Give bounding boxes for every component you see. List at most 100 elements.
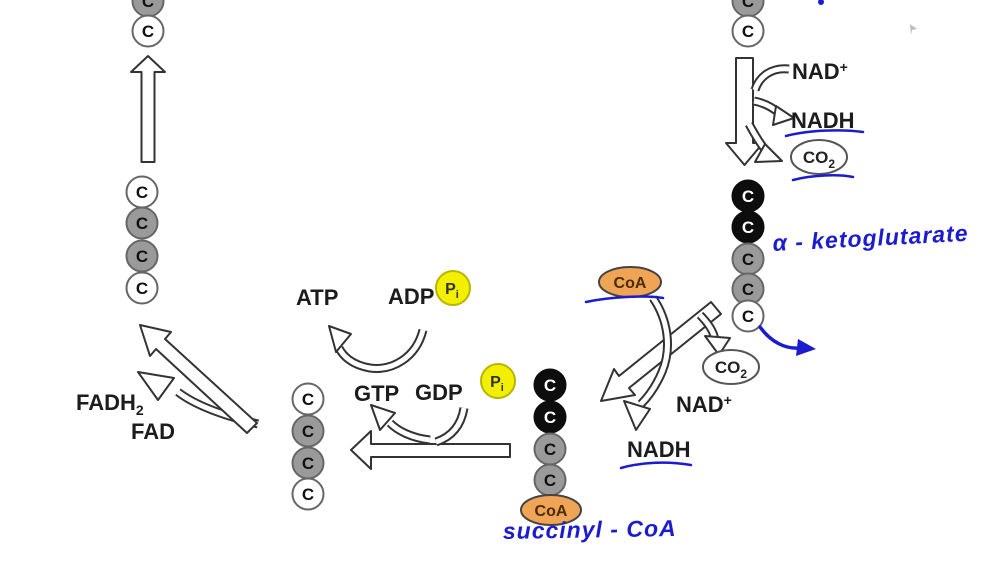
fadh2-label: FADH2 [76,390,144,418]
carbon-letter: C [544,376,556,395]
pi-sub: i [501,382,504,394]
underline-nadh-mid [619,461,693,470]
atp-label: ATP [296,285,338,310]
curve-nad-in [750,64,790,92]
arrow-succinylcoa-to-succinate [350,430,511,470]
chain-succinyl-coa: C C C C CoA [520,368,582,526]
fadh2-base: FADH [76,390,136,415]
carbon-letter: C [136,183,148,202]
carbon-letter: C [742,307,754,326]
fadh2-sub: 2 [136,402,144,418]
co2-base: CO [803,148,829,167]
carbon-circle: C [125,206,159,240]
carbon-circle: C [291,477,325,511]
carbon-circle: C [533,400,567,434]
carbon-circle: C [533,368,567,402]
carbon-letter: C [742,22,754,41]
carbon-letter: C [742,218,754,237]
nad-base: NAD [792,59,840,84]
carbon-letter: C [302,422,314,441]
carbon-circle: C [731,0,765,18]
curve-nadh-out [753,96,795,126]
carbon-circle: C [731,14,765,48]
curve-coa-in [623,295,672,431]
pi-base: P [490,374,501,391]
carbon-letter: C [544,440,556,459]
carbon-circle: C [291,414,325,448]
carbon-letter: C [302,485,314,504]
pi-sub: i [456,289,459,301]
pi-badge-1: Pi [435,270,471,306]
nad-base: NAD [676,392,724,417]
carbon-letter: C [742,0,754,11]
carbon-letter: C [742,250,754,269]
carbon-circle: C [731,179,765,213]
carbon-circle: C [533,463,567,497]
carbon-letter: C [302,390,314,409]
carbon-circle: C [131,14,165,48]
nadh-label-mid: NADH [627,437,691,462]
curve-adp-to-atp [328,325,428,373]
co2-badge-mid: CO2 [702,349,760,385]
carbon-letter: C [544,408,556,427]
nadh-label-top: NADH [791,108,855,133]
co2-base: CO [715,358,741,377]
underline-co2-top [791,174,855,182]
carbon-letter: C [742,187,754,206]
arrow-malate-up [130,55,166,163]
pi-label: Pi [490,374,504,394]
curve-gtp-out [370,404,431,445]
carbon-circle: C [731,272,765,306]
carbon-circle: C [291,446,325,480]
co2-label: CO2 [715,358,748,381]
fad-label: FAD [131,419,175,444]
annotation-alpha-ketoglutarate: α - ketoglutarate [772,220,969,256]
arrow-succinate-to-fumarate [139,324,258,434]
carbon-letter: C [136,214,148,233]
curve-gdp-in [434,407,469,447]
pi-label: Pi [445,281,459,301]
carbon-letter: C [142,0,154,11]
co2-badge-top: CO2 [790,139,848,175]
chain-left-malate: C C C C [125,175,159,305]
chain-succinate: C C C C [291,382,325,511]
carbon-circle: C [533,432,567,466]
pi-base: P [445,281,456,298]
annotation-succinyl-coa: succinyl - CoA [503,515,677,544]
carbon-circle: C [125,239,159,273]
co2-sub: 2 [740,367,747,381]
chain-alpha-ketoglutarate: C C C C C [731,179,765,333]
carbon-letter: C [544,471,556,490]
co2-sub: 2 [828,157,835,171]
stray-ink-mark [818,0,824,5]
carbon-circle: C [125,175,159,209]
carbon-circle: C [291,382,325,416]
gtp-label: GTP [354,381,399,406]
carbon-letter: C [302,454,314,473]
carbon-letter: C [142,22,154,41]
co2-label: CO2 [803,148,836,171]
coa-label: CoA [614,275,647,292]
curve-co2-branch [696,311,731,356]
nad-sup: + [724,392,732,408]
gdp-label: GDP [415,380,463,405]
coa-label: CoA [535,503,568,520]
underline-coa-free [584,295,665,304]
carbon-circle: C [731,210,765,244]
adp-label: ADP [388,284,434,309]
chain-top-right: C C [731,0,765,48]
nad-label-top: NAD+ [792,59,848,84]
carbon-circle: C [731,299,765,333]
blue-arrow-annotation [758,325,816,356]
arrow-isocitrate-down [725,57,764,166]
carbon-circle: C [731,242,765,276]
underline-nadh-top [784,129,865,138]
coa-badge-attached: CoA [520,494,582,526]
carbon-circle: C [131,0,165,18]
coa-badge-free: CoA [598,266,662,298]
curve-co2-out-top [745,121,783,163]
carbon-letter: C [136,279,148,298]
carbon-letter: C [742,280,754,299]
